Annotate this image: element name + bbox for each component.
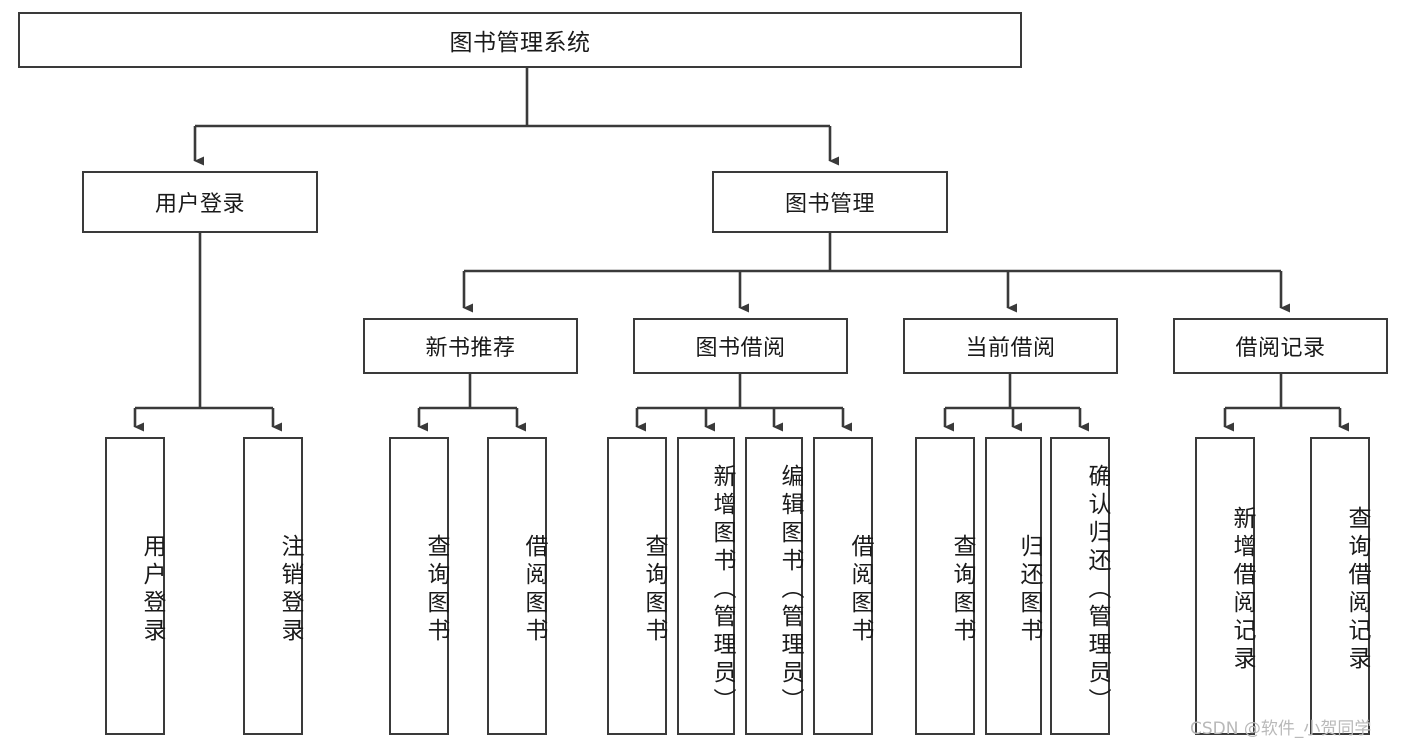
node-new-book-recommend[interactable]: 新书推荐 bbox=[363, 318, 578, 374]
node-leaf-user-login[interactable]: 用户登录 bbox=[105, 437, 165, 735]
node-leaf-add-book-label: 新增图书（管理员） bbox=[709, 464, 735, 716]
node-leaf-query-book-2-label: 查询图书 bbox=[641, 534, 667, 646]
node-leaf-query-book-3-label: 查询图书 bbox=[949, 534, 975, 646]
node-leaf-confirm-return-label: 确认归还（管理员） bbox=[1084, 464, 1110, 716]
node-leaf-add-record-label: 新增借阅记录 bbox=[1229, 506, 1255, 674]
node-leaf-query-book-2[interactable]: 查询图书 bbox=[607, 437, 667, 735]
node-book-borrow[interactable]: 图书借阅 bbox=[633, 318, 848, 374]
node-leaf-user-logout-label: 注销登录 bbox=[277, 534, 303, 646]
node-borrow-record[interactable]: 借阅记录 bbox=[1173, 318, 1388, 374]
node-current-borrow-label: 当前借阅 bbox=[965, 336, 1056, 361]
node-leaf-return-book[interactable]: 归还图书 bbox=[985, 437, 1042, 735]
node-leaf-query-book-1[interactable]: 查询图书 bbox=[389, 437, 449, 735]
node-borrow-record-label: 借阅记录 bbox=[1235, 336, 1326, 361]
node-book-borrow-label: 图书借阅 bbox=[695, 336, 786, 361]
node-book-manage[interactable]: 图书管理 bbox=[712, 171, 948, 233]
node-user-login-label: 用户登录 bbox=[154, 192, 245, 217]
node-leaf-user-login-label: 用户登录 bbox=[139, 534, 165, 646]
watermark: CSDN @软件_小贺同学 bbox=[1190, 719, 1372, 739]
node-root-label: 图书管理系统 bbox=[449, 30, 591, 56]
node-leaf-edit-book[interactable]: 编辑图书（管理员） bbox=[745, 437, 803, 735]
node-leaf-edit-book-label: 编辑图书（管理员） bbox=[777, 464, 803, 716]
node-leaf-borrow-book-2-label: 借阅图书 bbox=[847, 534, 873, 646]
node-leaf-add-book[interactable]: 新增图书（管理员） bbox=[677, 437, 735, 735]
node-new-book-recommend-label: 新书推荐 bbox=[425, 336, 516, 361]
node-root[interactable]: 图书管理系统 bbox=[18, 12, 1022, 68]
node-leaf-user-logout[interactable]: 注销登录 bbox=[243, 437, 303, 735]
node-current-borrow[interactable]: 当前借阅 bbox=[903, 318, 1118, 374]
node-leaf-query-record-label: 查询借阅记录 bbox=[1344, 506, 1370, 674]
node-user-login[interactable]: 用户登录 bbox=[82, 171, 318, 233]
node-leaf-query-book-1-label: 查询图书 bbox=[423, 534, 449, 646]
node-leaf-query-record[interactable]: 查询借阅记录 bbox=[1310, 437, 1370, 735]
node-leaf-borrow-book-2[interactable]: 借阅图书 bbox=[813, 437, 873, 735]
node-leaf-confirm-return[interactable]: 确认归还（管理员） bbox=[1050, 437, 1110, 735]
node-leaf-borrow-book-1-label: 借阅图书 bbox=[521, 534, 547, 646]
node-leaf-query-book-3[interactable]: 查询图书 bbox=[915, 437, 975, 735]
node-book-manage-label: 图书管理 bbox=[784, 192, 875, 217]
node-leaf-return-book-label: 归还图书 bbox=[1016, 534, 1042, 646]
node-leaf-borrow-book-1[interactable]: 借阅图书 bbox=[487, 437, 547, 735]
node-leaf-add-record[interactable]: 新增借阅记录 bbox=[1195, 437, 1255, 735]
